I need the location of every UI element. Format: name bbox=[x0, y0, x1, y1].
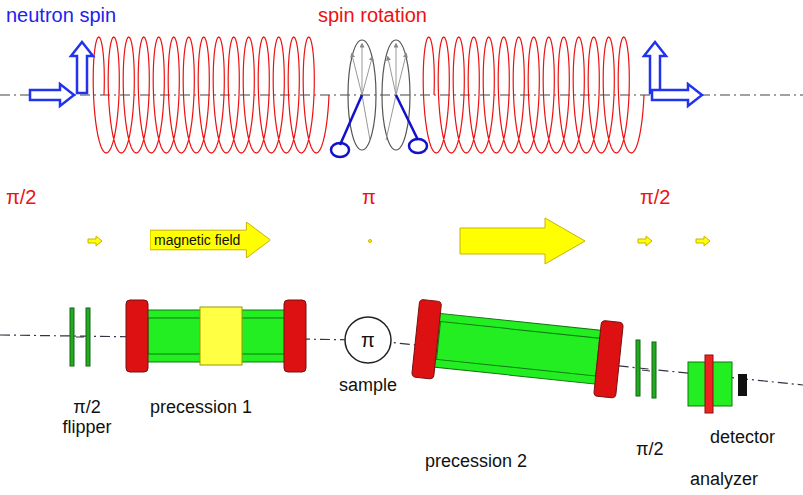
field-arrow: magnetic field bbox=[150, 226, 270, 254]
coil-winding bbox=[423, 37, 644, 153]
beam-axis bbox=[0, 335, 803, 385]
part-label: π/2 flipper bbox=[52, 398, 122, 438]
part-label: sample bbox=[339, 375, 397, 396]
flipper-plate bbox=[636, 340, 656, 398]
caption-label: neutron spin bbox=[6, 4, 116, 26]
flip-angle: π bbox=[361, 329, 375, 352]
part-label: precession 2 bbox=[425, 452, 527, 472]
part-label: analyzer bbox=[690, 470, 758, 490]
flipper-plate bbox=[70, 308, 90, 366]
flip-angle: π bbox=[362, 186, 376, 208]
spin-rotation-symbol bbox=[331, 40, 427, 157]
part-label: π/2 bbox=[636, 440, 663, 460]
spin-arrow bbox=[30, 42, 702, 106]
part-label: precession 1 bbox=[150, 398, 252, 418]
precession-solenoid bbox=[126, 300, 306, 372]
sample-circle: πsample bbox=[343, 315, 393, 365]
flip-angle: π/2 bbox=[640, 186, 670, 208]
precession-solenoid bbox=[412, 299, 624, 398]
coil-winding bbox=[93, 37, 329, 153]
flip-angle: π/2 bbox=[6, 186, 36, 208]
precession-coil bbox=[93, 37, 644, 153]
field-arrow bbox=[88, 218, 710, 264]
field-label: magnetic field bbox=[150, 226, 270, 254]
caption-label: spin rotation bbox=[318, 4, 427, 26]
analyzer-detector bbox=[688, 355, 747, 413]
part-label: detector bbox=[710, 428, 775, 448]
